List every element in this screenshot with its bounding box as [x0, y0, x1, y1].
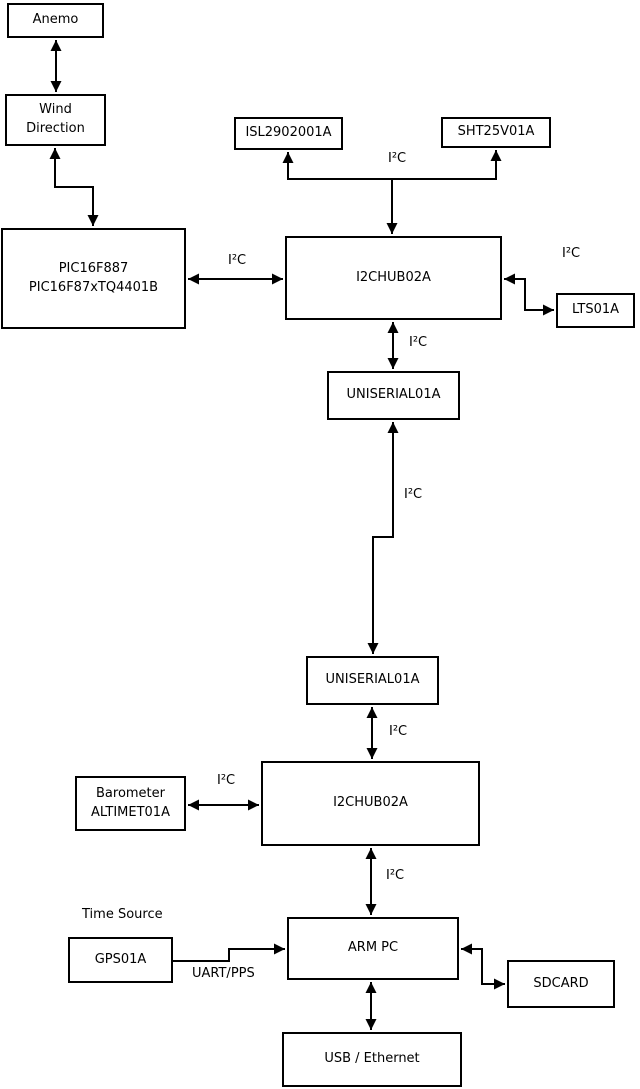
label-i2c-hub2-armpc: I²C [386, 868, 405, 883]
connector-uniserial1-uniserial2 [367, 422, 399, 654]
connector-wind-pic [49, 148, 99, 226]
box-arm-pc: ARM PC [287, 917, 459, 980]
box-pic16f887: PIC16F887 PIC16F87xTQ4401B [1, 228, 186, 329]
box-barometer: Barometer ALTIMET01A [75, 776, 186, 831]
box-wind-direction: Wind Direction [5, 94, 106, 146]
label-i2c-hub1-lts: I²C [562, 246, 581, 261]
label-i2c-barometer-hub2: I²C [217, 773, 236, 788]
label-time-source: Time Source [82, 907, 163, 922]
label-i2c-hub1-uniserial1: I²C [409, 335, 428, 350]
label-i2c-top-bus: I²C [388, 151, 407, 166]
box-uniserial01a-2: UNISERIAL01A [306, 656, 439, 705]
box-uniserial01a-1: UNISERIAL01A [327, 371, 460, 420]
connector-gps-armpc [173, 943, 285, 962]
box-isl2902001a: ISL2902001A [234, 117, 343, 150]
connector-hub1-lts [504, 273, 554, 316]
box-sht25v01a: SHT25V01A [441, 117, 551, 148]
label-i2c-uniserial-link: I²C [404, 487, 423, 502]
label-i2c-pic-hub1: I²C [228, 253, 247, 268]
box-i2chub02a-1: I2CHUB02A [285, 236, 502, 320]
connector-armpc-sdcard [461, 943, 505, 990]
label-uart-pps: UART/PPS [192, 966, 255, 981]
box-anemo: Anemo [7, 3, 104, 38]
box-i2chub02a-2: I2CHUB02A [261, 761, 480, 846]
box-gps01a: GPS01A [68, 937, 173, 983]
box-sdcard: SDCARD [507, 960, 615, 1008]
box-lts01a: LTS01A [556, 293, 635, 328]
label-i2c-uniserial2-hub2: I²C [389, 724, 408, 739]
box-usb-ethernet: USB / Ethernet [282, 1032, 462, 1087]
